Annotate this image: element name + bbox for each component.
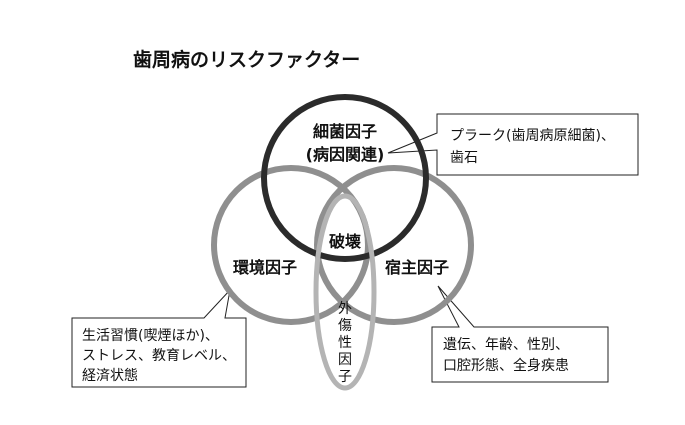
callout-environmental-line-2: ストレス、教育レベル、 [82, 348, 236, 364]
diagram-title: 歯周病のリスクファクター [133, 48, 360, 71]
label-trauma-char-3: 性 [338, 335, 352, 351]
label-host: 宿主因子 [385, 258, 449, 277]
callout-bacterial-line-1: プラーク(歯周病原細菌)、 [450, 128, 615, 144]
callout-bacterial: プラーク(歯周病原細菌)、 歯石 [387, 113, 639, 176]
label-bacterial-line-2: (病因関連) [306, 145, 385, 164]
label-trauma-char-5: 子 [338, 369, 352, 385]
label-trauma: 外 傷 性 因 子 [338, 301, 352, 385]
callout-host: 遺伝、年齢、性別、 口腔形態、全身疾患 [431, 285, 609, 383]
label-trauma-char-2: 傷 [338, 318, 352, 334]
callout-host-line-1: 遺伝、年齢、性別、 [443, 337, 569, 353]
label-bacterial-line-1: 細菌因子 [313, 122, 377, 141]
label-environmental: 環境因子 [233, 258, 297, 277]
callout-environmental-line-1: 生活習慣(喫煙ほか)、 [82, 327, 219, 344]
callout-bacterial-box [387, 113, 639, 176]
label-trauma-char-1: 外 [338, 301, 352, 317]
callout-host-box [431, 285, 609, 383]
callout-host-line-2: 口腔形態、全身疾患 [443, 357, 569, 374]
circle-host [314, 165, 474, 325]
oval-trauma [313, 193, 377, 391]
label-trauma-char-4: 因 [338, 352, 352, 368]
callout-bacterial-line-2: 歯石 [450, 150, 478, 166]
circle-bacterial [261, 94, 429, 262]
callout-environmental: 生活習慣(喫煙ほか)、 ストレス、教育レベル、 経済状態 [71, 288, 247, 388]
label-center: 破壊 [329, 232, 362, 251]
callout-environmental-line-3: 経済状態 [82, 368, 138, 384]
callout-environmental-box [71, 288, 247, 388]
